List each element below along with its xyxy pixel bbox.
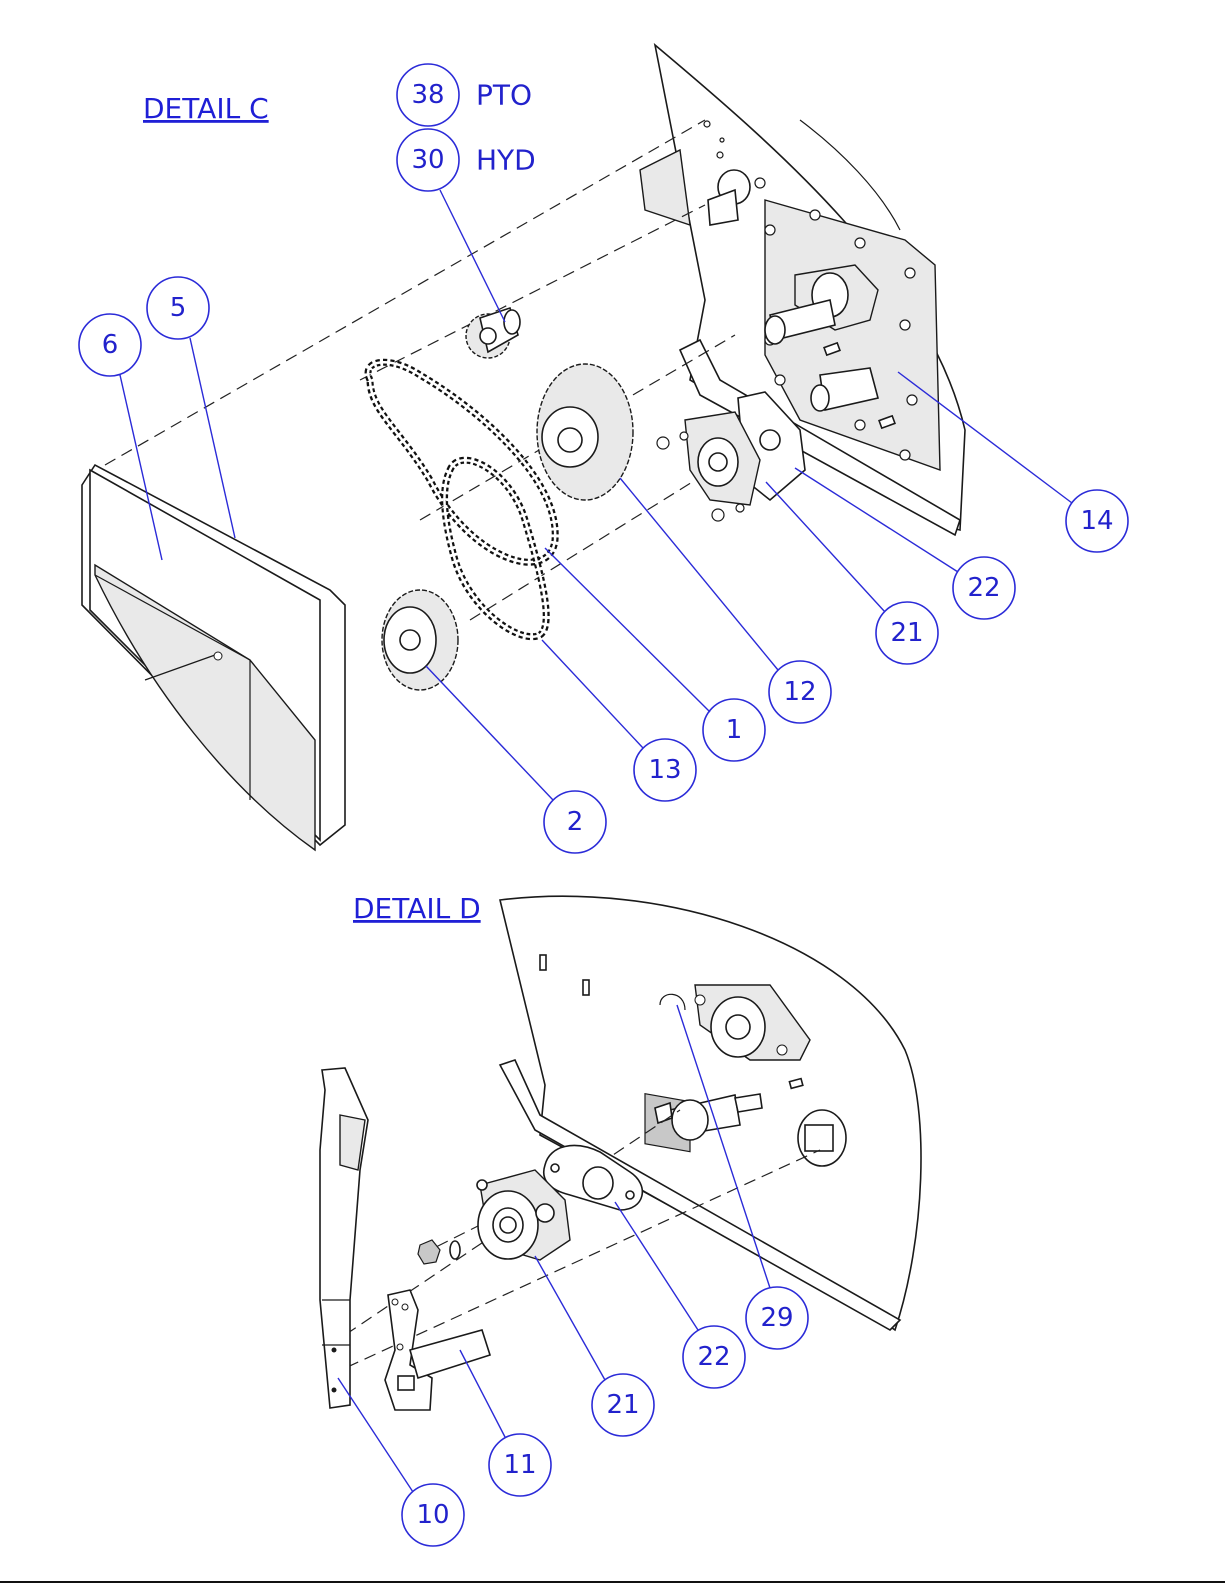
nut-and-washer (418, 1240, 460, 1264)
coupler-sprocket (466, 308, 520, 358)
svg-text:21: 21 (606, 1390, 639, 1420)
svg-text:38: 38 (411, 80, 444, 110)
detail-d-title: DETAIL D (353, 892, 481, 925)
handle-lever (320, 1068, 368, 1408)
svg-text:11: 11 (503, 1450, 536, 1480)
roller-chains (368, 362, 555, 636)
svg-text:22: 22 (967, 573, 1000, 603)
svg-text:14: 14 (1080, 506, 1113, 536)
balloon-1: 1 (703, 699, 765, 761)
balloon-14: 14 (1066, 490, 1128, 552)
svg-text:6: 6 (102, 330, 119, 360)
balloon-38: 38 (397, 64, 459, 126)
svg-text:12: 12 (783, 677, 816, 707)
svg-text:1: 1 (726, 715, 743, 745)
svg-text:30: 30 (411, 145, 444, 175)
svg-text:29: 29 (760, 1303, 793, 1333)
svg-text:13: 13 (648, 755, 681, 785)
large-sprocket (537, 364, 633, 500)
balloon-5: 5 (147, 277, 209, 339)
balloon-11: 11 (489, 1434, 551, 1496)
guard-cover (82, 465, 345, 850)
balloon-22-c: 22 (953, 557, 1015, 619)
balloon-22-d: 22 (683, 1326, 745, 1388)
tag-pto: PTO (476, 79, 532, 112)
balloon-2: 2 (544, 791, 606, 853)
balloon-21-d: 21 (592, 1374, 654, 1436)
detail-c-title: DETAIL C (143, 92, 269, 125)
svg-text:5: 5 (170, 293, 187, 323)
side-plate-d (500, 896, 921, 1330)
balloon-13: 13 (634, 739, 696, 801)
svg-text:10: 10 (416, 1500, 449, 1530)
balloon-29: 29 (746, 1287, 808, 1349)
lever-bracket (385, 1290, 490, 1410)
balloon-10: 10 (402, 1484, 464, 1546)
balloon-30: 30 (397, 129, 459, 191)
tag-hyd: HYD (476, 144, 536, 177)
svg-text:21: 21 (890, 618, 923, 648)
balloon-6: 6 (79, 314, 141, 376)
svg-text:22: 22 (697, 1342, 730, 1372)
detail-d: DETAIL D (320, 892, 921, 1546)
detail-c: DETAIL C (79, 45, 1128, 853)
balloon-12: 12 (769, 661, 831, 723)
svg-text:2: 2 (567, 807, 584, 837)
drive-sprocket (382, 590, 458, 690)
